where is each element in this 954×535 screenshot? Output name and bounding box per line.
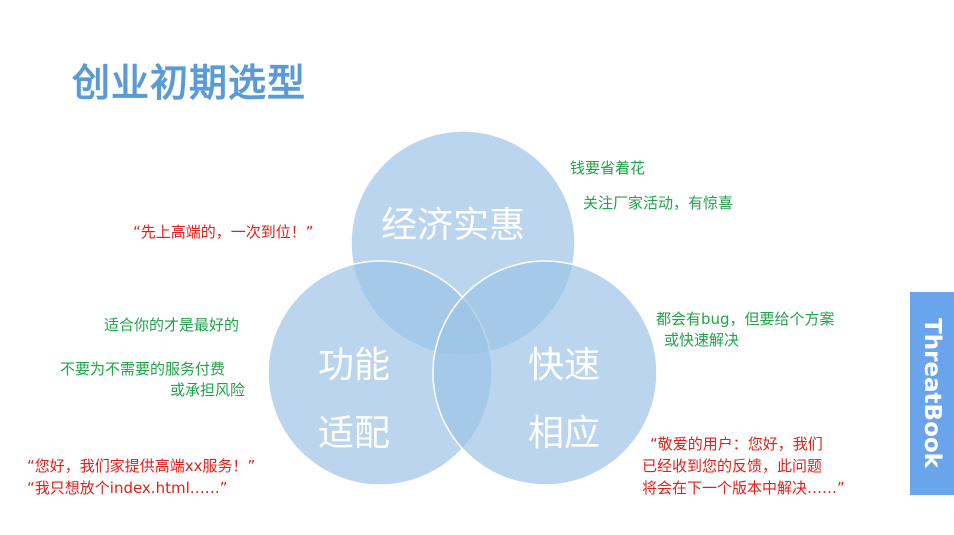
quote-support-line3: 将会在下一个版本中解决……”: [642, 479, 845, 497]
note-fit-1: 适合你的才是最好的: [104, 316, 240, 334]
note-economy-2: 关注厂家活动，有惊喜: [583, 194, 734, 212]
quote-highend: “先上高端的，一次到位！”: [133, 223, 314, 241]
quote-vendor-line2: “我只想放个index.html……”: [27, 479, 228, 497]
note-economy-1: 钱要省着花: [570, 159, 646, 177]
note-fast-1-line1: 都会有bug，但要给个方案: [656, 310, 835, 328]
note-fit-2-line2: 或承担风险: [170, 381, 246, 399]
brand-text: ThreatBook: [919, 318, 945, 468]
note-fit-2-line1: 不要为不需要的服务付费: [60, 360, 226, 378]
page-title: 创业初期选型: [72, 61, 307, 105]
circle-economy-label: 经济实惠: [381, 205, 526, 246]
circle-function-label-line2: 适配: [318, 413, 391, 454]
quote-support-line1: “敬爱的用户：您好，我们: [650, 435, 823, 453]
note-fast-1-line2: 或快速解决: [664, 331, 740, 349]
quote-vendor-line1: “您好，我们家提供高端xx服务！”: [27, 457, 256, 475]
circle-fast-label-line1: 快速: [528, 345, 601, 386]
quote-support-line2: 已经收到您的反馈，此问题: [642, 457, 823, 475]
circle-fast-response: [432, 260, 658, 486]
brand-tab: ThreatBook: [910, 292, 954, 495]
circle-fast-label-line2: 相应: [528, 413, 601, 454]
circle-function-label-line1: 功能: [318, 345, 391, 386]
